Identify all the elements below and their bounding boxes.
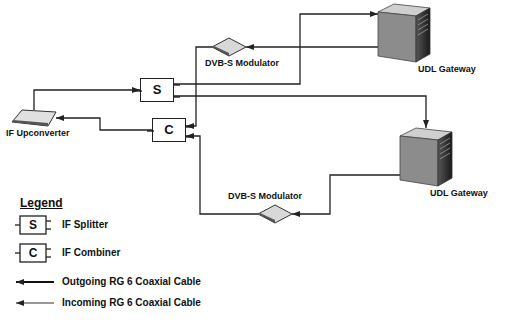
port-letter: C [164, 123, 173, 137]
port-letter: S [153, 83, 162, 97]
legend-text: Incoming RG 6 Coaxial Cable [62, 297, 201, 309]
legend-text: IF Combiner [62, 247, 120, 259]
modulator-device: DVB-S Modulator [212, 38, 246, 56]
outgoing-cable-sample [16, 281, 54, 283]
device-label: DVB-S Modulator [228, 191, 302, 202]
coaxial-cable [174, 96, 426, 128]
coaxial-cable [56, 118, 152, 130]
legend-text: IF Splitter [62, 219, 108, 231]
if-port-box: C [152, 118, 186, 142]
device-label: UDL Gateway [418, 64, 476, 75]
coaxial-cable [246, 46, 378, 47]
coaxial-cable [186, 136, 258, 214]
gateway-server: UDL Gateway [378, 4, 430, 62]
gateway-server-icon [400, 128, 452, 186]
splitter-sample [15, 216, 51, 234]
gateway-server-icon [378, 4, 430, 62]
device-label: IF Upconverter [6, 128, 70, 139]
coaxial-cable [34, 90, 140, 110]
device-label: UDL Gateway [430, 188, 488, 199]
modulator-device-icon [258, 205, 292, 223]
modulator-device: DVB-S Modulator [258, 205, 292, 223]
coaxial-cable [292, 175, 400, 214]
coaxial-cable [174, 14, 378, 84]
legend-title: Legend [20, 196, 63, 210]
modulator-device-icon [212, 38, 246, 56]
upconverter-device: IF Upconverter [12, 110, 56, 126]
incoming-cable-sample [16, 302, 54, 303]
if-port-box: S [140, 78, 174, 102]
device-label: DVB-S Modulator [205, 58, 279, 69]
gateway-server: UDL Gateway [400, 128, 452, 186]
splitter-symbol-letter: S [20, 216, 46, 234]
upconverter-device-icon [12, 110, 56, 126]
combiner-sample [15, 244, 51, 262]
legend-text: Outgoing RG 6 Coaxial Cable [62, 276, 201, 288]
combiner-symbol-letter: C [20, 244, 46, 262]
